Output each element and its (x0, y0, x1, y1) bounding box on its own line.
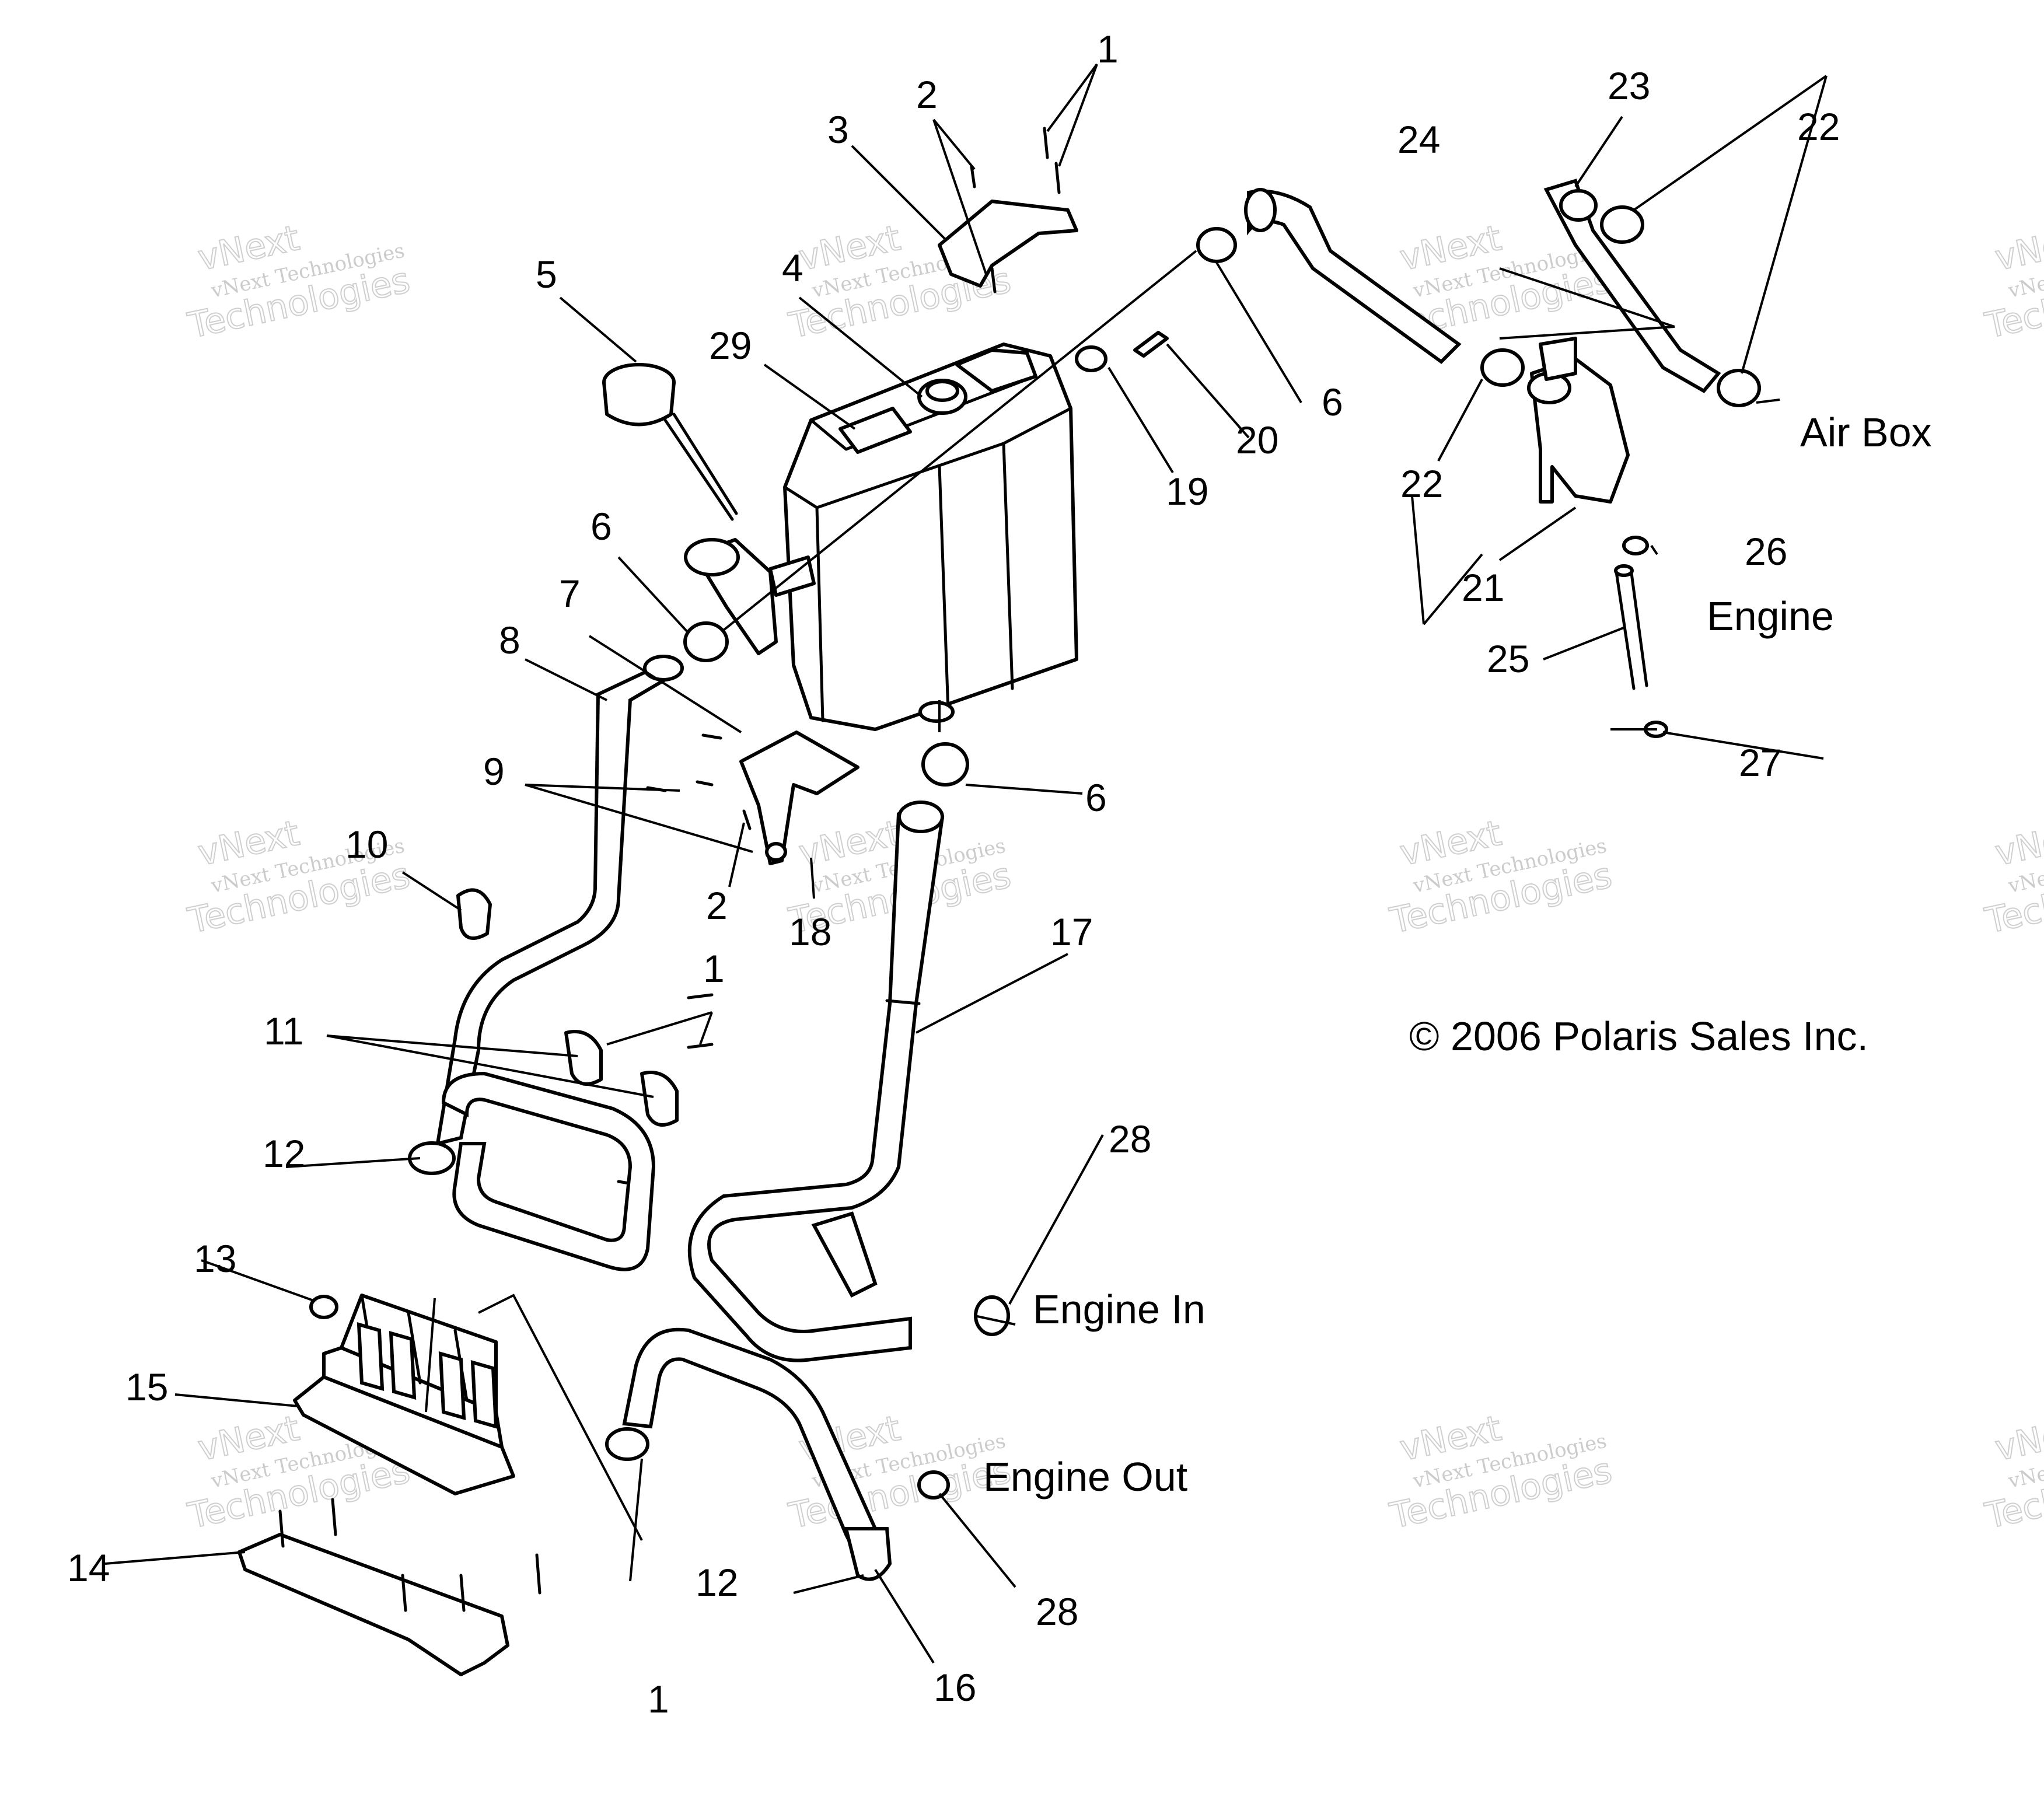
callout-6: 6 (1085, 776, 1107, 819)
callout-2: 2 (706, 884, 728, 927)
leader-lines (104, 63, 1828, 1664)
callouts: 1 1 1 2 2 3 4 5 6 6 6 7 8 9 10 11 12 12 … (67, 27, 1840, 1721)
callout-21: 21 (1462, 566, 1504, 609)
callout-2: 2 (916, 73, 938, 116)
hose-25 (1614, 564, 1648, 690)
clamp-10 (456, 888, 492, 940)
clamps (408, 205, 1761, 1500)
mount-plate (237, 1498, 509, 1676)
copyright-notice: © 2006 Polaris Sales Inc. (1409, 1013, 1868, 1059)
callout-1: 1 (1097, 27, 1119, 71)
label-engine-out: Engine Out (983, 1454, 1187, 1500)
lower-bracket (739, 731, 859, 865)
callout-18: 18 (789, 910, 831, 953)
hose-24 (1244, 188, 1462, 364)
callout-3: 3 (827, 108, 849, 151)
watermark: vNext vNext Technologies Technologies (1981, 217, 2044, 347)
hose-17 (687, 801, 945, 1362)
hose-23 (1543, 179, 1721, 393)
svg-text:vNext: vNext (1991, 1408, 2044, 1469)
svg-text:vNext: vNext (1991, 813, 2044, 874)
callout-8: 8 (499, 618, 520, 662)
callout-22: 22 (1797, 105, 1840, 148)
reservoir-tank (684, 342, 1078, 731)
callout-16: 16 (934, 1666, 976, 1709)
reservoir-cap (602, 363, 738, 521)
callout-28: 28 (1109, 1117, 1151, 1161)
watermark: vNext vNext Technologies Technologies (1386, 812, 1616, 942)
watermark: vNext vNext Technologies Technologies (184, 217, 414, 347)
callout-5: 5 (536, 253, 557, 296)
hose-8 (435, 655, 684, 1147)
valve-21 (1527, 337, 1630, 504)
mount-bracket (938, 200, 1078, 288)
callout-17: 17 (1050, 910, 1093, 953)
callout-9: 9 (483, 750, 505, 793)
label-engine: Engine (1707, 593, 1834, 639)
callout-7: 7 (559, 572, 581, 615)
callout-24: 24 (1397, 118, 1440, 161)
callout-15: 15 (125, 1365, 168, 1408)
callout-4: 4 (782, 246, 803, 289)
callout-13: 13 (194, 1237, 236, 1280)
callout-28: 28 (1036, 1590, 1078, 1633)
callout-1: 1 (648, 1677, 669, 1721)
watermark: vNext vNext Technologies Technologies (184, 812, 414, 942)
callout-22: 22 (1400, 462, 1443, 505)
callout-29: 29 (709, 324, 752, 367)
watermark: vNext vNext Technologies Technologies (1386, 1407, 1616, 1537)
callout-20: 20 (1236, 418, 1278, 462)
callout-14: 14 (67, 1546, 110, 1589)
clamp-11 (564, 1030, 679, 1127)
callout-25: 25 (1487, 637, 1529, 680)
label-air-box: Air Box (1800, 410, 1932, 455)
watermark: vNext vNext Technologies Technologies (1981, 812, 2044, 942)
hose-loop (441, 1071, 656, 1271)
callout-19: 19 (1166, 470, 1208, 513)
callout-6: 6 (1322, 380, 1343, 424)
callout-27: 27 (1739, 741, 1781, 784)
callout-6: 6 (591, 505, 612, 548)
callout-26: 26 (1745, 530, 1787, 573)
oil-cooler (293, 1294, 515, 1495)
watermark: vNext vNext Technologies Technologies (1981, 1407, 2044, 1537)
callout-12: 12 (263, 1132, 305, 1175)
callout-10: 10 (345, 823, 388, 866)
destination-labels: Air Box Engine Engine In Engine Out (983, 410, 1932, 1500)
callout-23: 23 (1608, 64, 1650, 107)
label-engine-in: Engine In (1033, 1287, 1206, 1332)
small-parts (309, 331, 1169, 1319)
callout-1: 1 (703, 947, 725, 990)
callout-11: 11 (264, 1009, 304, 1053)
svg-text:vNext: vNext (1991, 218, 2044, 279)
callout-12: 12 (696, 1561, 738, 1604)
